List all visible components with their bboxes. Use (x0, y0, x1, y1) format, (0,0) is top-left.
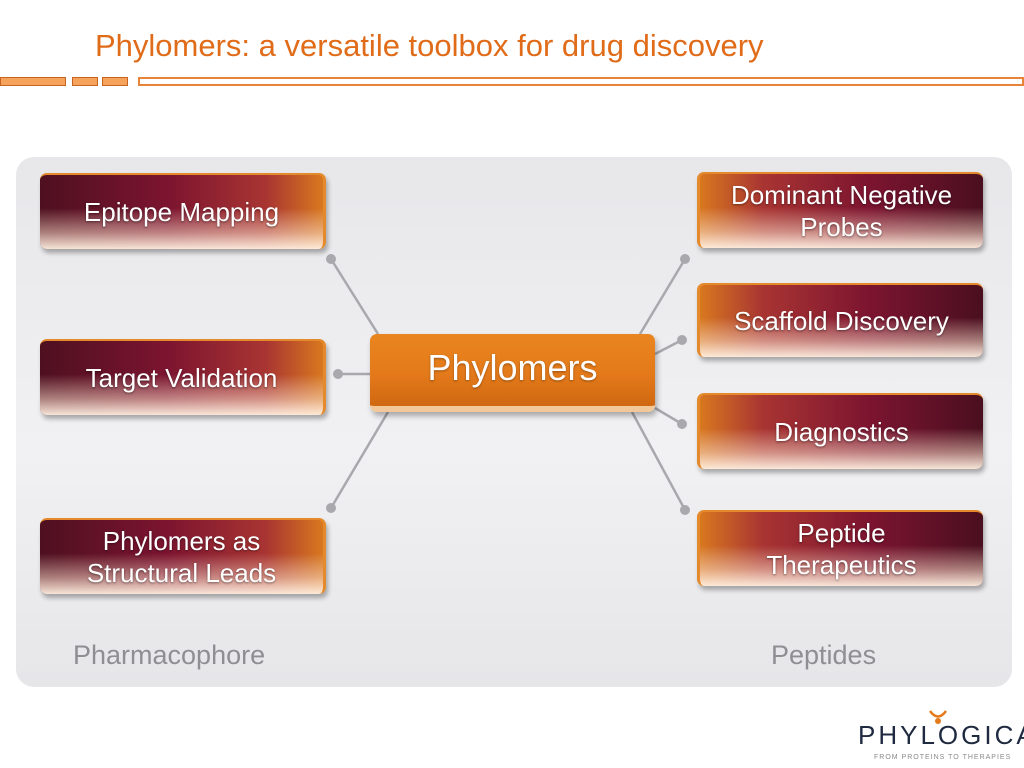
connector-scaffold (654, 338, 683, 356)
node-structural-leads: Phylomers as Structural Leads (40, 518, 326, 594)
node-peptide-therapeutics: Peptide Therapeutics (697, 510, 983, 586)
rule-segment (0, 77, 66, 86)
group-label-pharmacophore: Pharmacophore (73, 640, 266, 670)
rule-segment (138, 77, 1024, 86)
node-label: Epitope Mapping (83, 197, 280, 227)
connector-diagnostics (654, 406, 683, 426)
connector-epitope (329, 258, 380, 335)
connector-dot (680, 505, 690, 515)
connector-dot (677, 419, 687, 429)
node-label: Diagnostics (774, 417, 909, 447)
node-label: Peptide Therapeutics (766, 518, 917, 580)
connector-dot (680, 254, 690, 264)
group-label-peptides: Peptides (771, 640, 877, 670)
node-scaffold-discovery: Scaffold Discovery (697, 283, 983, 357)
connector-dominant (638, 258, 687, 335)
center-label: Phylomers (427, 347, 598, 388)
node-dominant-negative-probes: Dominant Negative Probes (697, 172, 983, 248)
node-target-validation: Target Validation (40, 339, 326, 415)
connector-dot (677, 335, 687, 345)
slide-title: Phylomers: a versatile toolbox for drug … (95, 28, 764, 63)
company-logo: PHYLOGICA FROM PROTEINS TO THERAPIES (858, 706, 1024, 764)
node-label: Dominant Negative Probes (730, 180, 953, 242)
node-label: Target Validation (85, 363, 278, 393)
node-label: Phylomers as Structural Leads (86, 526, 277, 588)
logo-mark-icon (928, 710, 948, 724)
rule-segment (102, 77, 128, 86)
connector-dot (326, 503, 336, 513)
node-label: Scaffold Discovery (734, 306, 949, 336)
connector-peptide (630, 411, 687, 511)
connector-dot (333, 369, 343, 379)
node-phylomers-center: Phylomers (370, 334, 655, 412)
node-epitope-mapping: Epitope Mapping (40, 173, 326, 249)
connector-dot (326, 254, 336, 264)
connector-structural (329, 411, 390, 509)
rule-segment (72, 77, 98, 86)
node-diagnostics: Diagnostics (697, 393, 983, 469)
logo-wordmark: PHYLOGICA (858, 720, 1024, 750)
logo-tagline: FROM PROTEINS TO THERAPIES (874, 754, 1012, 761)
